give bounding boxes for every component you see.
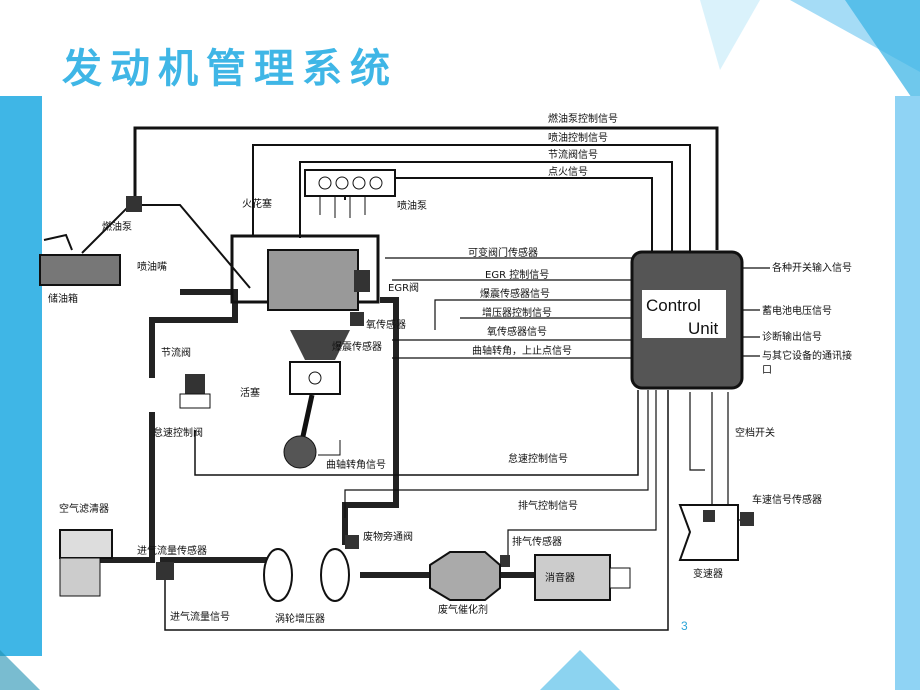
label-idle-ctrl: 怠速控制信号 xyxy=(508,452,568,465)
corner-triangle-dark xyxy=(845,0,920,110)
fuel-pump xyxy=(126,196,142,212)
label-spark-plug: 火花塞 xyxy=(242,197,272,210)
label-diag-output: 诊断输出信号 xyxy=(762,330,822,343)
label-comm-1: 与其它设备的通讯接 xyxy=(762,349,852,362)
label-oxygen-sensor: 氧传感器 xyxy=(366,318,406,331)
bottom-accent xyxy=(540,650,620,690)
turbocharger xyxy=(263,548,350,602)
air-filter xyxy=(59,529,113,597)
transmission xyxy=(678,504,754,561)
label-comm-2: 口 xyxy=(762,365,772,376)
label-air-filter: 空气滤清器 xyxy=(59,502,109,515)
control-unit: Control Unit xyxy=(630,250,744,390)
label-wastegate: 废物旁通阀 xyxy=(363,530,413,543)
bottom-accent-2 xyxy=(0,650,40,690)
label-catalyst: 废气催化剂 xyxy=(438,603,488,616)
page-number: 3 xyxy=(681,619,688,633)
label-vvt-sensor: 可变阀门传感器 xyxy=(468,246,538,259)
label-switch-inputs: 各种开关输入信号 xyxy=(772,261,852,274)
label-ignition-sig: 点火信号 xyxy=(548,166,588,178)
control-unit-label-2: Unit xyxy=(688,319,719,338)
label-knock-sensor: 爆震传感器 xyxy=(332,340,382,353)
label-speed-sensor: 车速信号传感器 xyxy=(752,493,822,506)
fuel-tank xyxy=(39,233,121,286)
egr-valve xyxy=(354,270,370,292)
left-accent-bar xyxy=(0,96,42,656)
engine-cylinder xyxy=(267,249,359,469)
label-injector: 喷油嘴 xyxy=(137,260,167,273)
label-crank-sensor: 曲轴转角信号 xyxy=(326,458,386,471)
throttle-valve xyxy=(185,374,205,394)
label-transmission: 变速器 xyxy=(693,567,723,580)
catalyst xyxy=(429,551,501,601)
label-air-flow-sensor: 进气流量传感器 xyxy=(137,544,207,557)
label-injection-pump: 喷油泵 xyxy=(397,199,427,212)
wastegate xyxy=(345,535,359,549)
muffler xyxy=(534,554,631,601)
exhaust-sensor xyxy=(500,555,510,567)
idle-valve xyxy=(179,393,211,409)
injection-pump xyxy=(304,169,396,218)
oxygen-sensor xyxy=(350,312,364,326)
label-egr-valve: EGR阀 xyxy=(388,281,419,294)
label-exhaust-sensor: 排气传感器 xyxy=(512,535,562,548)
label-boost-ctrl: 增压器控制信号 xyxy=(482,306,552,319)
slide-title: 发动机管理系统 xyxy=(62,46,398,92)
label-injector-ctrl: 喷油控制信号 xyxy=(548,131,608,144)
label-throttle-valve: 节流阀 xyxy=(161,346,191,359)
label-fuel-tank: 储油箱 xyxy=(48,292,78,305)
label-fuel-pump: 燃油泵 xyxy=(102,220,132,233)
air-flow-sensor xyxy=(156,562,174,580)
label-knock-sig: 爆震传感器信号 xyxy=(480,287,550,300)
control-unit-label-1: Control xyxy=(646,296,701,315)
label-o2-sig: 氧传感器信号 xyxy=(487,325,547,338)
label-muffler: 消音器 xyxy=(545,571,575,584)
label-exhaust-ctrl: 排气控制信号 xyxy=(518,499,578,512)
label-air-flow-sig: 进气流量信号 xyxy=(170,610,230,623)
right-accent-bar xyxy=(895,96,920,690)
label-turbocharger: 涡轮增压器 xyxy=(275,612,325,625)
label-fuel-pump-ctrl: 燃油泵控制信号 xyxy=(548,112,618,125)
label-throttle-sig: 节流阀信号 xyxy=(548,148,598,161)
label-crank-tdc: 曲轴转角，上止点信号 xyxy=(472,344,572,357)
label-egr-ctrl: EGR 控制信号 xyxy=(485,268,549,281)
label-neutral-switch: 空档开关 xyxy=(735,426,775,439)
label-idle-valve: 怠速控制阀 xyxy=(153,426,203,439)
label-battery-voltage: 蓄电池电压信号 xyxy=(762,304,832,317)
label-piston: 活塞 xyxy=(240,386,260,399)
corner-triangle-teal xyxy=(700,0,760,70)
